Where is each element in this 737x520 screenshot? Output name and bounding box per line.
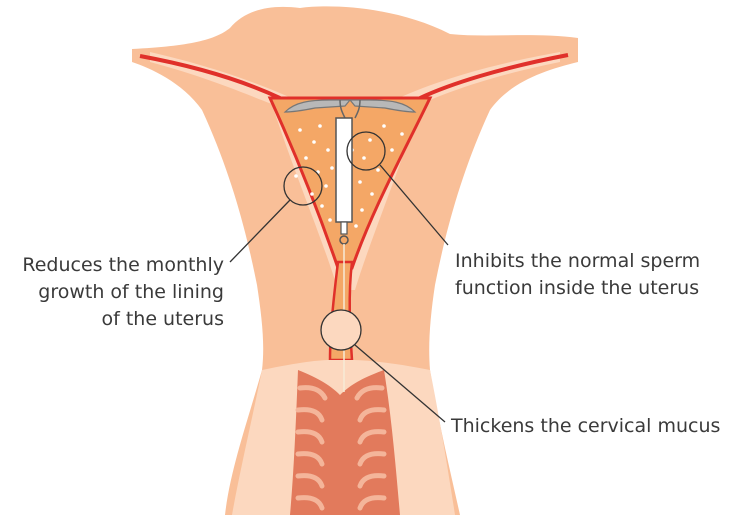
annotation-mucus: Thickens the cervical mucus [451, 413, 720, 440]
annotation-lining: Reduces the monthly growth of the lining… [22, 252, 224, 333]
annotation-sperm: Inhibits the normal sperm function insid… [455, 248, 700, 302]
callout-mucus-circle [321, 310, 361, 350]
cervix-inner [290, 370, 400, 515]
